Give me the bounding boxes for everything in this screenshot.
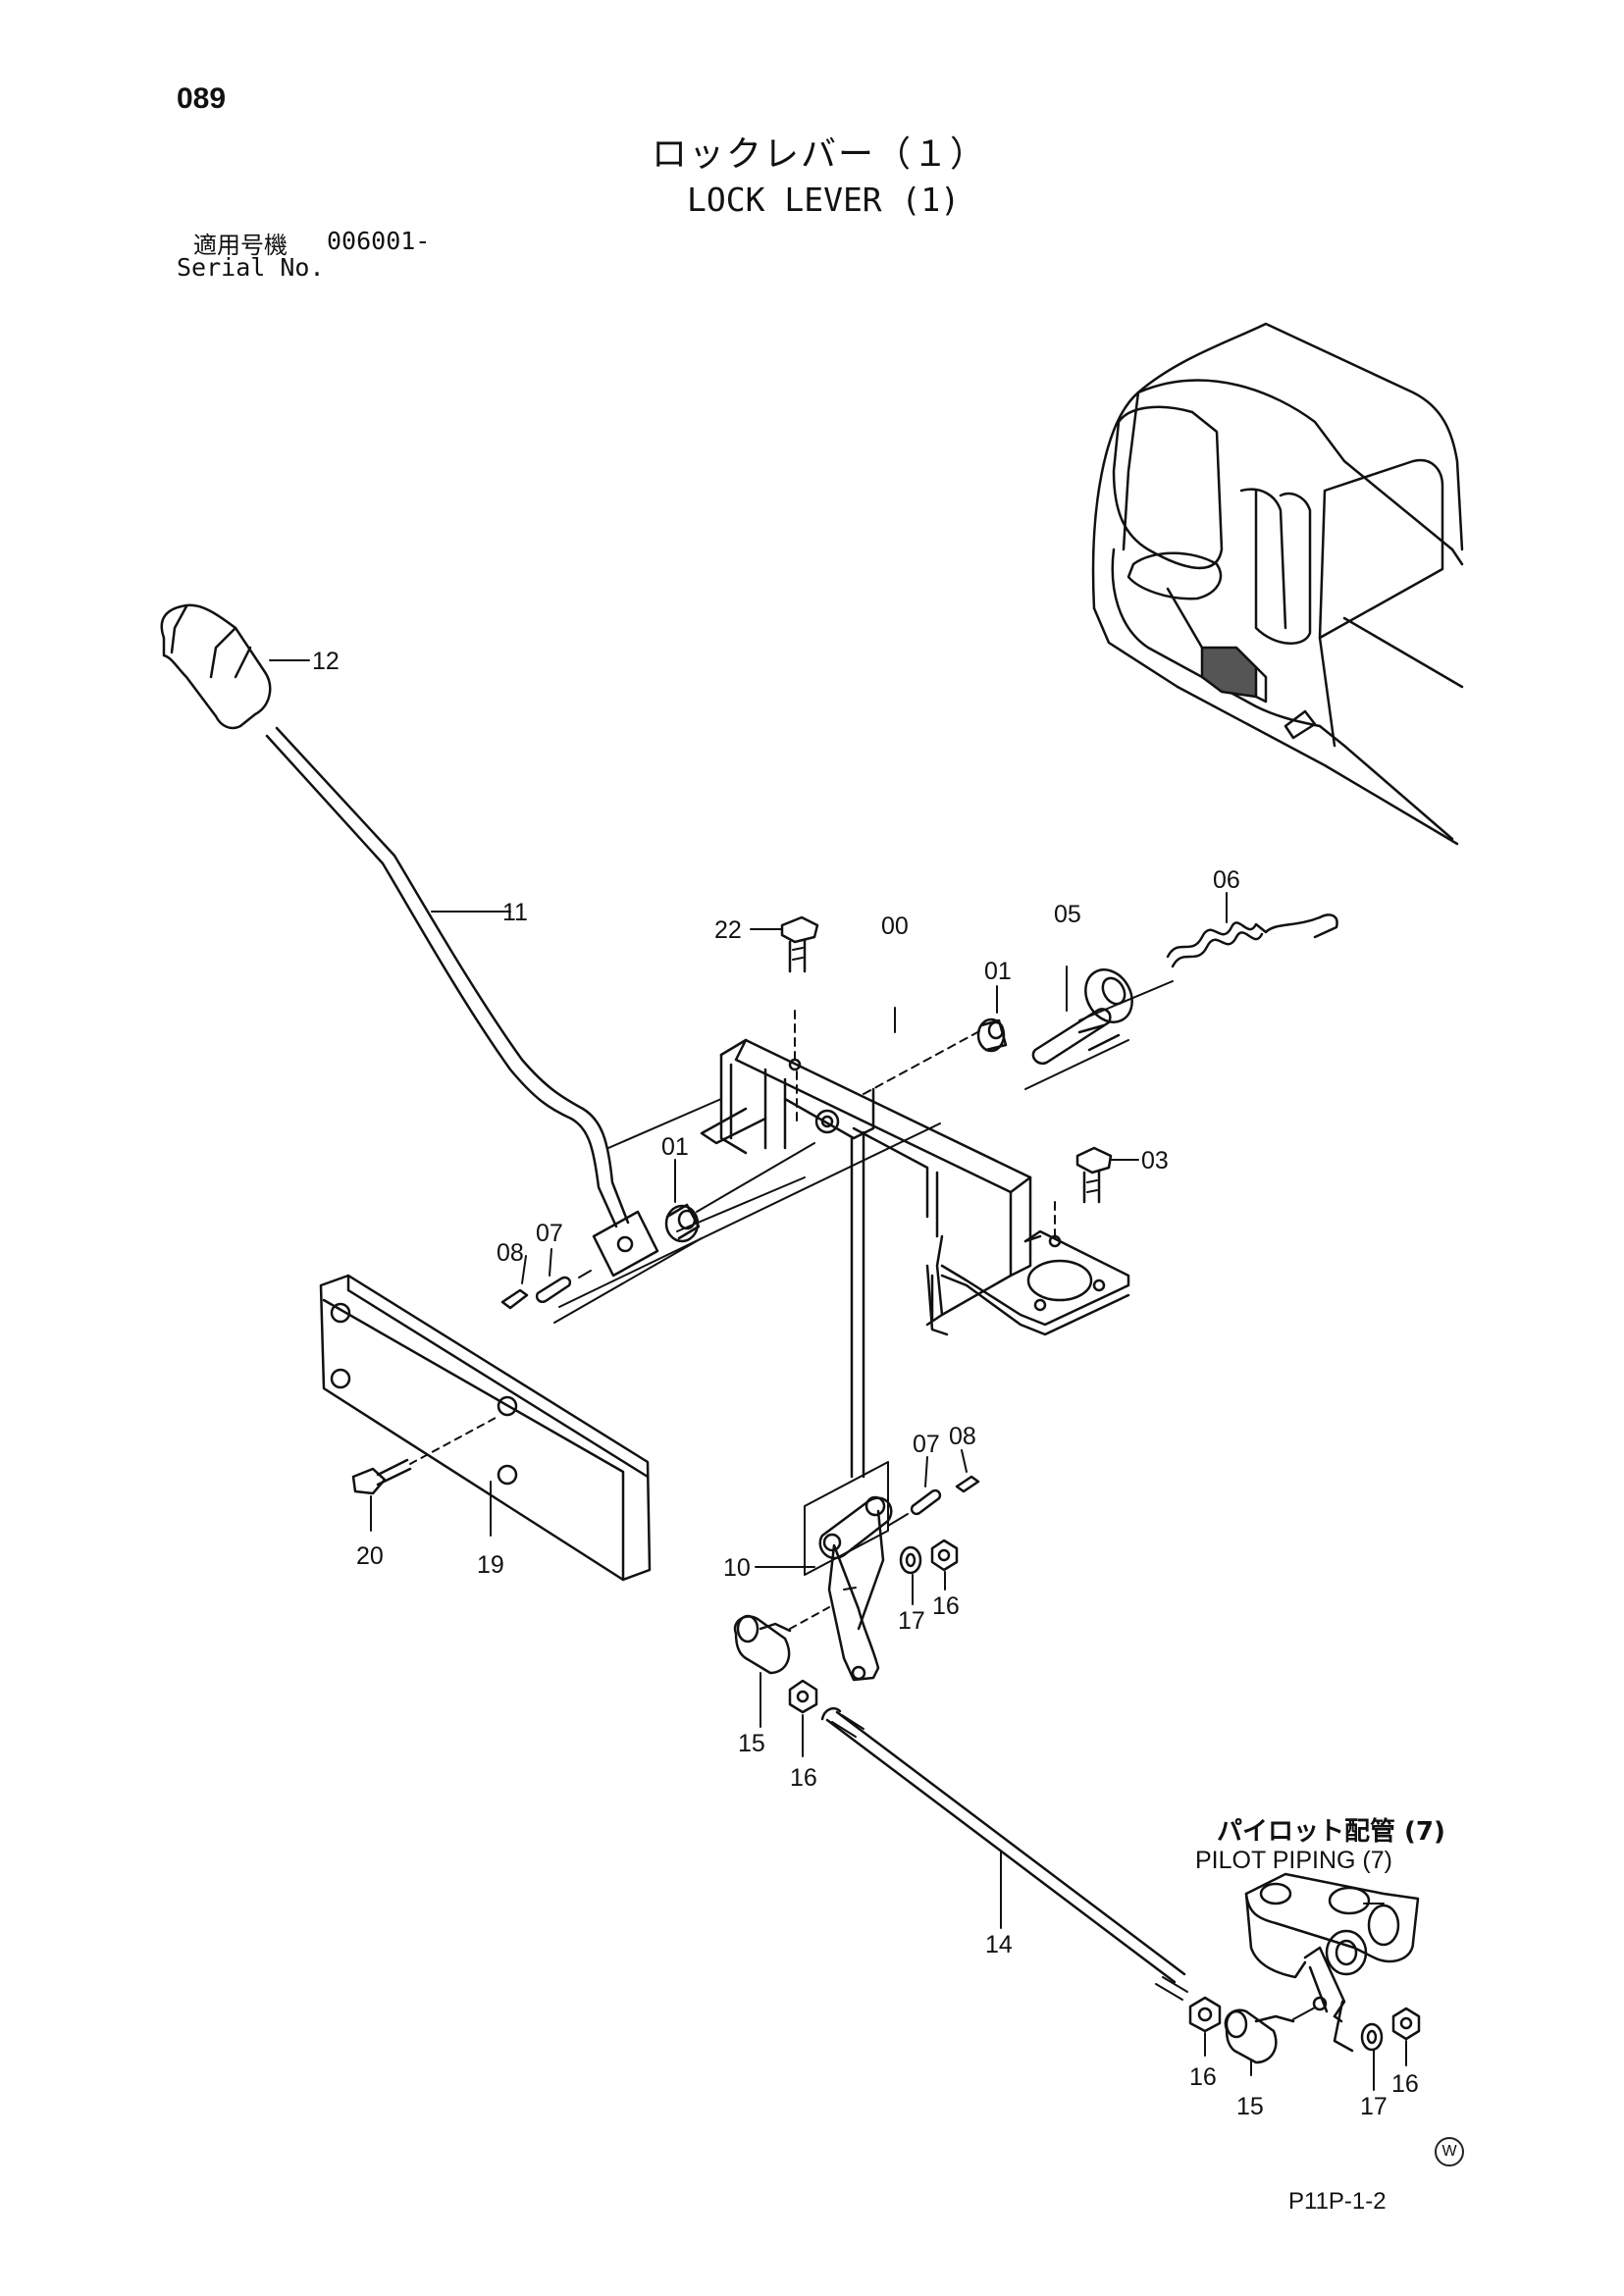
document-code: P11P-1-2 [1288, 2188, 1387, 2215]
part-label-15-lower: 15 [1236, 2093, 1264, 2120]
part-label-16-lower-left: 16 [1189, 2063, 1217, 2091]
part-label-16-middle: 16 [790, 1764, 817, 1792]
bushing-01-lower [664, 1142, 815, 1243]
lever-rod-11 [265, 726, 659, 1278]
bolt-20 [351, 1417, 497, 1532]
part-label-01-lower: 01 [661, 1133, 689, 1161]
nut-16-lower-right [1391, 2007, 1421, 2066]
part-label-19: 19 [477, 1551, 504, 1579]
spring-06 [1166, 892, 1338, 968]
part-label-14: 14 [985, 1931, 1013, 1958]
washer-17-lower [1360, 2022, 1384, 2091]
rod-14 [820, 1707, 1188, 2001]
nut-16-middle [788, 1679, 818, 1757]
serial-label-english: Serial No. [177, 253, 325, 282]
bracket-00 [558, 980, 1174, 1479]
part-label-16-lower-right: 16 [1391, 2070, 1419, 2098]
cover-plate-19 [319, 1237, 703, 1582]
bolt-22 [750, 915, 819, 973]
part-label-08-left: 08 [497, 1239, 524, 1267]
link-arm-10 [755, 1461, 893, 1682]
nut-16-lower-left [1188, 1996, 1222, 2057]
part-label-07-right: 07 [913, 1431, 940, 1458]
part-label-03: 03 [1141, 1147, 1169, 1174]
lever-grip-12 [160, 603, 310, 730]
part-label-20: 20 [356, 1542, 384, 1570]
ball-joint-15-upper [733, 1606, 830, 1728]
pin-05 [1031, 965, 1133, 1066]
diagram-title-japanese: ロックレバー（１） [652, 134, 988, 175]
part-label-01-upper: 01 [984, 958, 1012, 985]
pin-parts-07-08-right [887, 1449, 980, 1527]
part-label-00: 00 [881, 913, 909, 940]
part-label-11: 11 [502, 899, 528, 926]
reference-label-japanese: パイロット配管 (7) [1217, 1817, 1445, 1847]
part-label-10: 10 [723, 1554, 751, 1582]
part-label-07-left: 07 [536, 1220, 563, 1247]
pilot-valve-assembly [1224, 1872, 1420, 2076]
pin-parts-08-07-left [500, 1248, 592, 1310]
bolt-03 [1075, 1146, 1139, 1204]
part-label-16-upper: 16 [932, 1592, 960, 1620]
serial-label-japanese: 適用号機 [193, 232, 288, 259]
serial-number-value: 006001- [327, 227, 431, 255]
cab-inset-illustration [1091, 322, 1464, 846]
part-label-08-right: 08 [949, 1423, 976, 1450]
part-label-05: 05 [1054, 901, 1081, 928]
page-number: 089 [177, 82, 227, 115]
part-label-12: 12 [312, 648, 340, 675]
circled-w-symbol: W [1435, 2137, 1464, 2166]
part-label-15-upper: 15 [738, 1730, 765, 1757]
part-label-06: 06 [1213, 866, 1240, 894]
bushing-01-upper [976, 985, 1008, 1053]
reference-label-english: PILOT PIPING (7) [1195, 1847, 1392, 1874]
nut-16-upper [930, 1539, 959, 1591]
part-label-17-upper: 17 [898, 1607, 925, 1635]
part-label-22: 22 [714, 916, 742, 944]
washer-17-upper [899, 1545, 922, 1605]
diagram-title-english: LOCK LEVER (1) [687, 181, 961, 219]
part-label-17-lower: 17 [1360, 2093, 1388, 2120]
